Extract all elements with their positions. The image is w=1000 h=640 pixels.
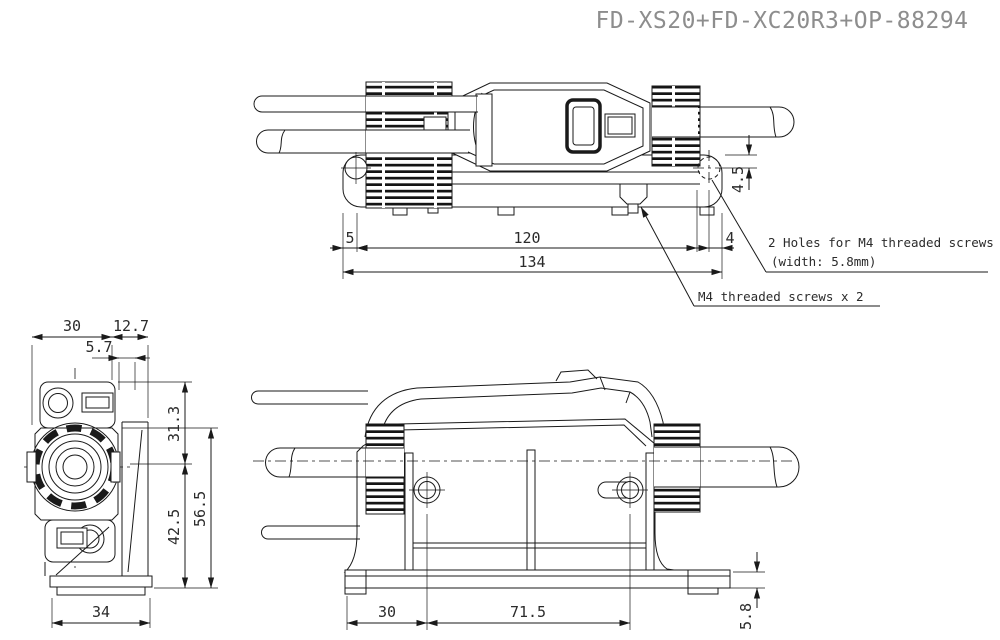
cable-front-bottomleft [261, 525, 360, 540]
annotation-holes: 2 Holes for M4 threaded screws (width: 5… [711, 179, 994, 273]
dim-30-side: 30 [63, 317, 81, 335]
note-holes-line1: 2 Holes for M4 threaded screws [768, 235, 994, 250]
top-view-dimensions: 5 120 4 134 4.5 [330, 135, 757, 279]
cable-front-right [654, 446, 800, 488]
cable-clamp [475, 93, 493, 167]
screw-hole-left [409, 472, 445, 508]
dim-31-3: 31.3 [165, 406, 183, 442]
side-top-connector [39, 381, 116, 429]
dim-134: 134 [518, 253, 545, 271]
cable-top-right [652, 106, 795, 138]
dim-12-7: 12.7 [113, 317, 149, 335]
side-bottom-connector [44, 519, 116, 563]
m4-screw-right [619, 183, 648, 214]
cable-front-topleft [251, 390, 368, 405]
bracket-tab [497, 206, 515, 216]
bracket-tab [611, 206, 629, 216]
screw-hole-right [597, 472, 648, 508]
side-view: 30 12.7 5.7 31.3 42.5 56.5 34 [24, 317, 218, 628]
drawing-title: FD-XS20+FD-XC20R3+OP-88294 [595, 8, 968, 34]
button [604, 113, 636, 138]
bracket-tab [699, 206, 715, 216]
base-plate [344, 569, 731, 595]
bracket-hole-right [693, 150, 725, 186]
keyhole-slot [597, 481, 628, 499]
side-head-block [26, 422, 121, 521]
note-holes-line2: (width: 5.8mm) [771, 254, 876, 269]
front-view-dimensions: 30 71.5 5.8 [346, 514, 765, 630]
annotation-screws: M4 threaded screws x 2 [640, 206, 880, 307]
dim-71-5: 71.5 [510, 603, 546, 621]
note-screws: M4 threaded screws x 2 [698, 289, 864, 304]
bracket-hole-left [341, 152, 371, 184]
cable-front-left [265, 447, 404, 478]
display-window [565, 98, 602, 154]
dim-120: 120 [513, 229, 540, 247]
dim-5-8: 5.8 [737, 603, 755, 630]
dim-30-front: 30 [378, 603, 396, 621]
cable-top-left-1 [253, 95, 478, 113]
cable-top-left-2 [256, 129, 470, 154]
dim-5: 5 [345, 229, 354, 247]
side-view-dimensions: 30 12.7 5.7 31.3 42.5 56.5 34 [31, 317, 218, 628]
dim-34: 34 [92, 603, 110, 621]
side-bracket [44, 421, 153, 596]
front-view: 30 71.5 5.8 [251, 369, 800, 630]
dim-42-5: 42.5 [165, 509, 183, 545]
dim-4-5: 4.5 [729, 166, 747, 193]
dim-56-5: 56.5 [191, 491, 209, 527]
dim-4: 4 [725, 229, 734, 247]
top-view: 5 120 4 134 4.5 2 Holes for M4 threaded … [253, 81, 994, 307]
dim-5-7: 5.7 [85, 338, 112, 356]
